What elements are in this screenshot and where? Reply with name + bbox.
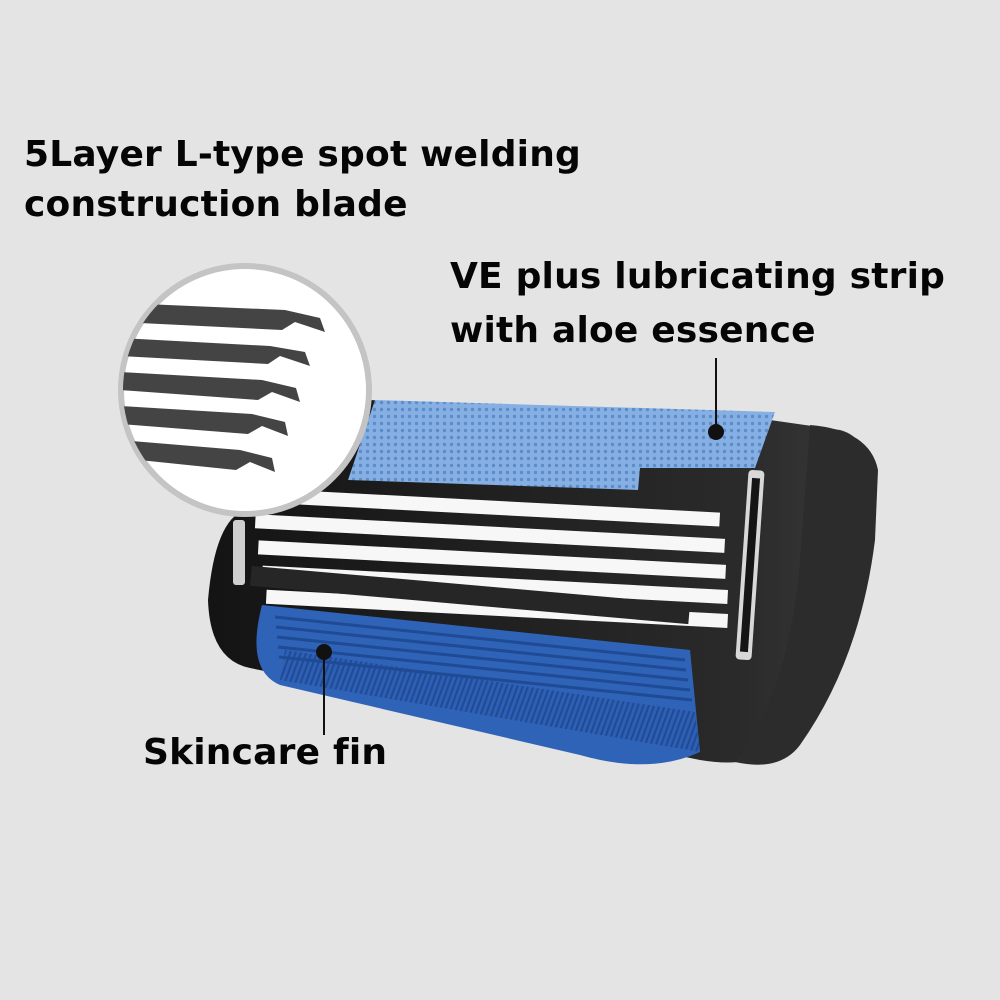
blade-zoom-inset [118, 263, 372, 517]
blade-layer [123, 303, 325, 472]
strip-callout-line1: VE plus lubricating strip [450, 256, 946, 297]
strip-callout-line2: with aloe essence [450, 310, 816, 351]
lubricating-strip [348, 400, 775, 490]
blade-stack [249, 487, 729, 628]
blade-callout-line2: construction blade [24, 184, 408, 225]
guard-comb [249, 565, 691, 625]
callout-pointer-strip [708, 358, 724, 440]
blade-callout: 5Layer L-type spot welding construction … [24, 130, 581, 230]
blade-callout-line1: 5Layer L-type spot welding [24, 134, 582, 175]
callout-pointer-fin [316, 644, 332, 735]
fin-callout: Skincare fin [143, 732, 388, 773]
left-clip [233, 520, 245, 585]
strip-callout: VE plus lubricating strip with aloe esse… [450, 250, 945, 358]
skincare-fin [256, 605, 700, 765]
